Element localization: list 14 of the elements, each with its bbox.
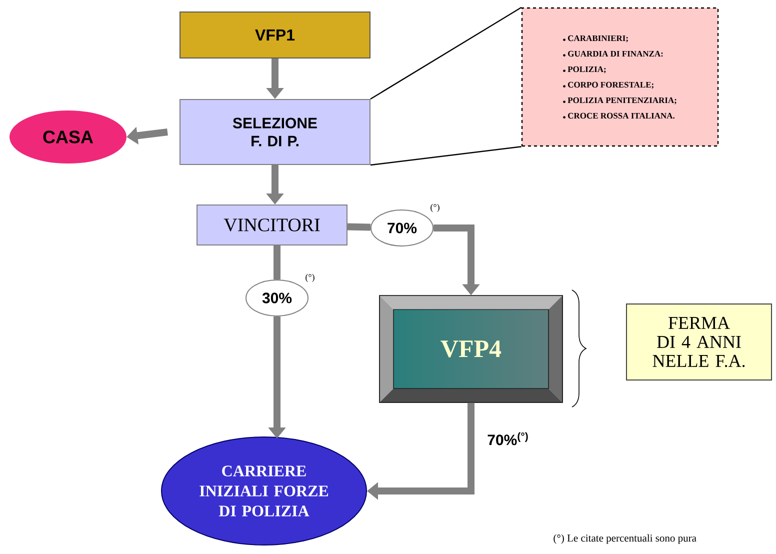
connector-line xyxy=(274,246,280,280)
callout-line xyxy=(370,146,522,166)
bevel-box: VFP4 xyxy=(379,295,563,403)
process-box: VFP1 xyxy=(180,12,370,58)
process-box: VINCITORI xyxy=(196,204,348,246)
note-box: FERMA DI 4 ANNI NELLE F.A. xyxy=(626,304,772,380)
footnote-mark: (°) xyxy=(430,204,440,212)
footnote-mark: (°) xyxy=(306,274,314,282)
list-box: CARABINIERI; GUARDIA DI FINANZA: POLIZIA; CORPO FORESTALE; POLIZIA PENITENZIARIA; CROCE ROSSA ITALIANA. xyxy=(521,7,719,147)
footnote: (°) Le citate percentuali sono pura xyxy=(554,534,696,544)
connector-line xyxy=(347,223,371,231)
callout-line xyxy=(370,6,522,100)
process-box: SELEZIONE F. DI P. xyxy=(180,99,370,165)
edge-label: 70%$^{(°)}$ xyxy=(486,431,530,446)
